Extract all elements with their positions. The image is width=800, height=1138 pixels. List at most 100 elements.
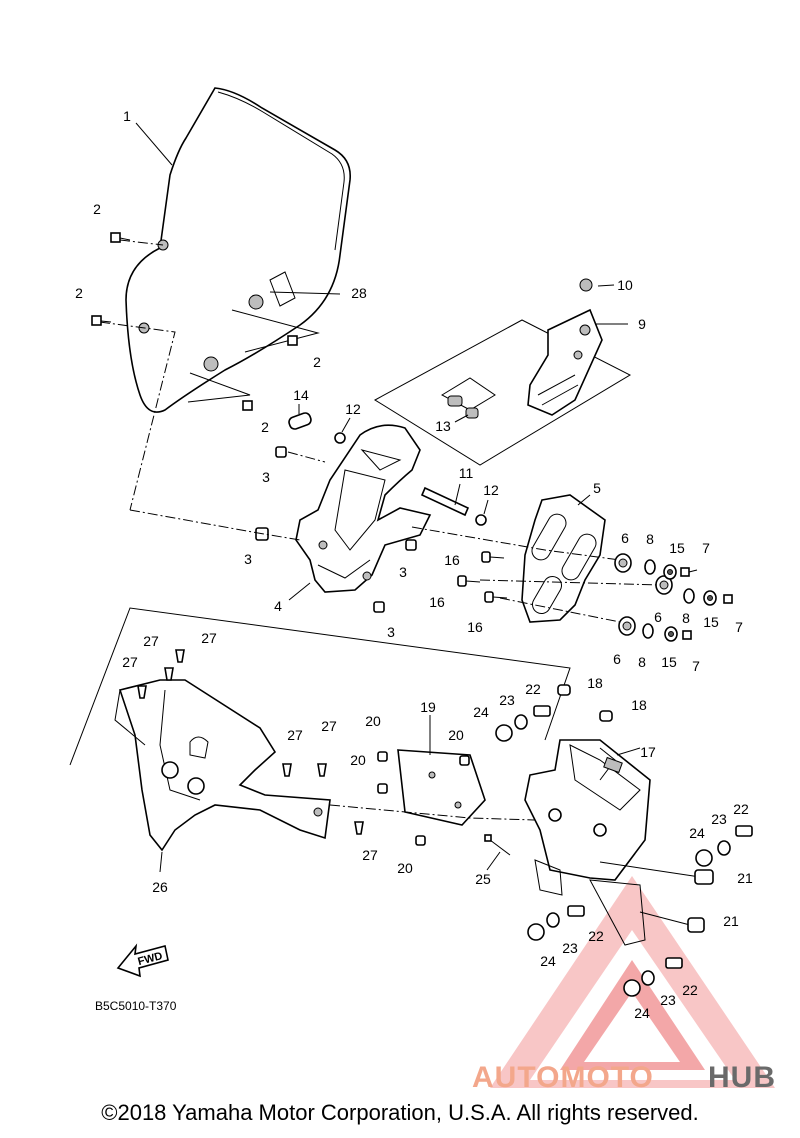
- screw-2-c: [287, 335, 298, 346]
- part-label: 16: [444, 552, 460, 568]
- copyright-notice: ©2018 Yamaha Motor Corporation, U.S.A. A…: [101, 1100, 699, 1125]
- part-label: 18: [587, 675, 603, 691]
- stay-4: [295, 424, 432, 593]
- clip-27-c: [137, 685, 147, 699]
- part-label: 18: [631, 697, 647, 713]
- part-label: 28: [351, 285, 367, 301]
- washer-23-c: [546, 912, 560, 928]
- part-label: 11: [459, 465, 474, 481]
- part-label: 16: [429, 594, 445, 610]
- part-label: 15: [661, 654, 677, 670]
- screw-2-a: [110, 232, 131, 243]
- watermark-text-part2: HUB: [708, 1061, 776, 1094]
- part-label: 13: [435, 418, 451, 434]
- part-label: 2: [313, 354, 321, 370]
- part-label: 27: [362, 847, 378, 863]
- bolt-22-d: [665, 957, 683, 969]
- screw-2-d: [242, 400, 253, 411]
- part-label: 8: [682, 610, 690, 626]
- washer-23-d: [641, 970, 655, 986]
- part-label: 14: [293, 387, 309, 403]
- part-label: 2: [261, 419, 269, 435]
- part-label: 6: [654, 609, 662, 625]
- bolt-7-a: [680, 567, 698, 577]
- part-label: 23: [499, 692, 515, 708]
- part-label: 3: [387, 624, 395, 640]
- part-label: 6: [621, 530, 629, 546]
- bolt-16-b: [457, 575, 481, 587]
- bolt-16-a: [481, 551, 505, 563]
- washer-8-b: [683, 588, 695, 604]
- collar-15-a: [663, 564, 677, 580]
- plate-19: [397, 749, 486, 826]
- part-label: 1: [123, 108, 131, 124]
- part-label: 23: [562, 940, 578, 956]
- part-label: 21: [737, 870, 753, 886]
- nut-24-d: [623, 979, 641, 997]
- washer-12-b: [475, 514, 487, 526]
- part-label: 12: [483, 482, 499, 498]
- bolt-22-a: [533, 705, 551, 717]
- part-label: 8: [646, 531, 654, 547]
- part-label: 9: [638, 316, 646, 332]
- clip-27-d: [282, 763, 292, 777]
- part-label: 2: [75, 285, 83, 301]
- part-label: 22: [733, 801, 749, 817]
- part-label: 16: [467, 619, 483, 635]
- part-label: 24: [540, 953, 556, 969]
- panel-26: [69, 607, 571, 852]
- bolt-3-a: [275, 446, 287, 458]
- clip-27-f: [354, 821, 364, 835]
- screw-2-b: [91, 315, 112, 326]
- part-label: 27: [287, 727, 303, 743]
- part-label: 6: [613, 651, 621, 667]
- part-label: 8: [638, 654, 646, 670]
- shaft-11: [420, 486, 470, 517]
- part-labels: 1 2 2 2 2 3 3 3 3 3 4 5 6 6 6 7 7 7 8 8 …: [75, 108, 753, 1021]
- bolt-20-c: [459, 755, 470, 766]
- bolt-22-c: [567, 905, 585, 917]
- part-label: 17: [640, 744, 656, 760]
- part-label: 3: [244, 551, 252, 567]
- washer-12-a: [334, 432, 346, 444]
- part-label: 7: [702, 540, 710, 556]
- diagram-code: B5C5010-T370: [95, 999, 177, 1013]
- bolt-3-d: [373, 601, 385, 613]
- part-label: 20: [350, 752, 366, 768]
- part-label: 24: [689, 825, 705, 841]
- part-label: 22: [682, 982, 698, 998]
- windshield: [99, 87, 352, 511]
- nut-24-b: [695, 849, 713, 867]
- leader-lines: [135, 122, 641, 873]
- part-label: 27: [143, 633, 159, 649]
- part-label: 24: [473, 704, 489, 720]
- screw-25: [484, 834, 511, 856]
- part-label: 3: [399, 564, 407, 580]
- part-label: 19: [420, 699, 436, 715]
- part-label: 2: [93, 201, 101, 217]
- part-label: 24: [634, 1005, 650, 1021]
- plate-5: [521, 494, 606, 623]
- nut-24-c: [527, 923, 545, 941]
- collar-15-c: [664, 626, 678, 642]
- grommet-18-b: [599, 710, 613, 722]
- part-label: 25: [475, 871, 491, 887]
- rubber-6-a: [614, 553, 632, 573]
- part-label: 5: [593, 480, 601, 496]
- part-label: 20: [365, 713, 381, 729]
- clip-27-b: [164, 667, 174, 681]
- rubber-6-c: [618, 616, 636, 636]
- collar-15-b: [703, 590, 717, 606]
- rubber-6-b: [655, 575, 673, 595]
- part-label: 23: [660, 992, 676, 1008]
- washer-8-c: [642, 623, 654, 639]
- part-label: 12: [345, 401, 361, 417]
- bolt-7-b: [723, 594, 733, 604]
- bolt-20-b: [377, 783, 388, 794]
- part-label: 20: [397, 860, 413, 876]
- part-label: 7: [692, 658, 700, 674]
- bolt-21-a: [599, 861, 714, 885]
- part-label: 15: [669, 540, 685, 556]
- clip-27-e: [317, 763, 327, 777]
